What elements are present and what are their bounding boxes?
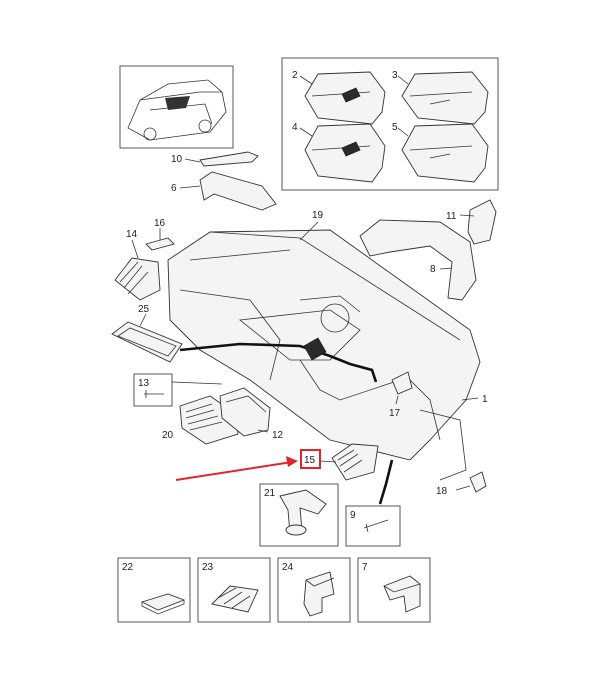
callout-20: 20: [162, 430, 174, 441]
callout-24: 24: [282, 562, 294, 573]
callout-23: 23: [202, 562, 214, 573]
callout-5: 5: [392, 122, 398, 133]
highlight-box-15: [300, 449, 321, 469]
part-22-box: [117, 557, 191, 623]
callout-18: 18: [436, 486, 448, 497]
callout-11: 11: [446, 211, 457, 222]
vent-14: [114, 257, 161, 301]
callout-6: 6: [171, 183, 177, 194]
screw-13-box: [133, 373, 173, 407]
duct-10: [199, 151, 259, 167]
callout-25: 25: [138, 304, 150, 315]
duct-6: [199, 171, 277, 211]
callout-2: 2: [292, 70, 298, 81]
callout-19: 19: [312, 210, 324, 221]
vent-panel-variants-box: [281, 57, 499, 191]
callout-4: 4: [292, 122, 298, 133]
clip-16: [145, 237, 175, 251]
callout-8: 8: [430, 264, 436, 275]
dashboard-main: [167, 229, 481, 505]
callout-16: 16: [154, 218, 166, 229]
callout-13: 13: [138, 378, 150, 389]
vent-15: [331, 443, 379, 481]
callout-12: 12: [272, 430, 284, 441]
callout-9: 9: [350, 510, 356, 521]
panel-3: [401, 71, 489, 125]
callout-15: 15: [304, 455, 316, 466]
gasket-25: [111, 321, 183, 363]
callout-22: 22: [122, 562, 134, 573]
vehicle-thumbnail: [119, 65, 234, 149]
wiring-harness: [179, 342, 378, 383]
screw-9-box: [345, 505, 401, 547]
callout-10: 10: [171, 154, 183, 165]
duct-11: [467, 199, 497, 245]
callout-1: 1: [482, 394, 488, 405]
callout-14: 14: [126, 229, 138, 240]
panel-5: [401, 123, 489, 183]
callout-21: 21: [264, 488, 276, 499]
clip-18: [469, 471, 487, 493]
red-pointer-arrow: [175, 456, 298, 481]
duct-8: [359, 219, 477, 301]
callout-17: 17: [389, 408, 401, 419]
switch-17: [391, 371, 413, 395]
callout-7: 7: [362, 562, 368, 573]
callout-3: 3: [392, 70, 398, 81]
